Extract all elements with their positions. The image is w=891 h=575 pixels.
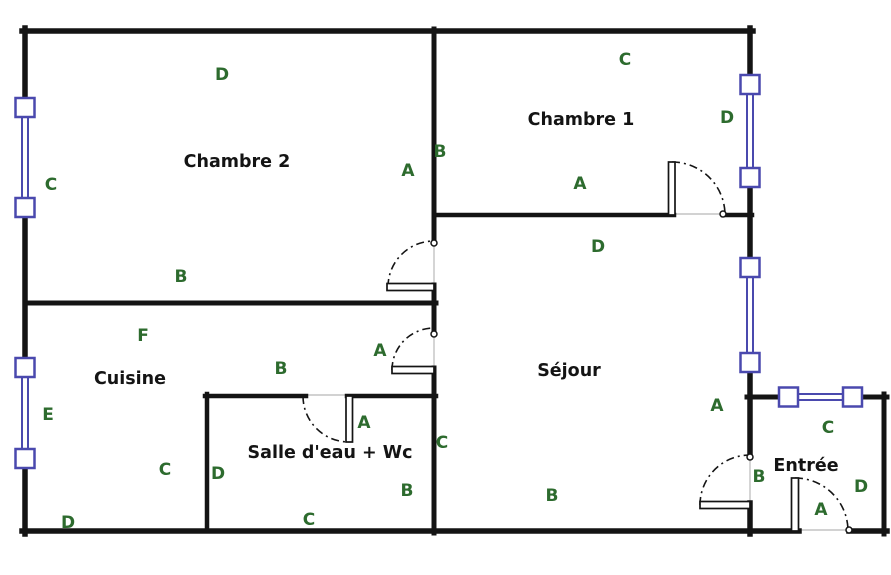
wall-type-label: A xyxy=(357,413,371,433)
wall-type-label: D xyxy=(591,237,605,257)
wall-type-label: A xyxy=(710,396,724,416)
wall-type-label: C xyxy=(303,510,315,530)
door-swing-arc xyxy=(387,240,435,288)
door-jamb-marker xyxy=(845,526,853,534)
window-end-block xyxy=(14,356,36,379)
window-end-block xyxy=(739,73,761,96)
wall-type-label: A xyxy=(373,341,387,361)
door-swing-arc xyxy=(699,454,751,506)
wall-type-label: C xyxy=(159,460,171,480)
wall-type-label: C xyxy=(45,175,57,195)
window-end-block xyxy=(14,196,36,219)
wall-type-label: B xyxy=(275,359,288,379)
door-swing-arc xyxy=(391,327,435,371)
wall-type-label: C xyxy=(619,50,631,70)
wall-type-label: D xyxy=(215,65,229,85)
wall-type-label: B xyxy=(546,486,559,506)
window-gap xyxy=(19,358,31,468)
door-leaf xyxy=(790,477,800,532)
wall-type-label: A xyxy=(814,500,828,520)
wall-type-label: B xyxy=(175,267,188,287)
wall-type-label: B xyxy=(434,142,447,162)
window-gap xyxy=(744,258,756,372)
door-jamb-marker xyxy=(719,210,727,218)
door-jamb-marker xyxy=(430,239,438,247)
room-label: Chambre 2 xyxy=(184,152,291,172)
window-end-block xyxy=(739,256,761,279)
wall-type-label: A xyxy=(573,174,587,194)
door-jamb-marker xyxy=(430,330,438,338)
door-leaf xyxy=(667,161,676,216)
window-gap xyxy=(779,391,862,403)
door-leaf xyxy=(345,395,354,443)
wall-type-label: B xyxy=(401,481,414,501)
room-label: Séjour xyxy=(537,361,601,381)
window-end-block xyxy=(739,166,761,189)
window-gap xyxy=(744,75,756,187)
room-label: Salle d'eau + Wc xyxy=(248,443,413,463)
wall-type-label: C xyxy=(822,418,834,438)
window-end-block xyxy=(14,96,36,119)
wall-type-label: D xyxy=(61,513,75,533)
wall-type-label: F xyxy=(137,326,149,346)
wall-type-label: B xyxy=(753,467,766,487)
room-label: Entrée xyxy=(773,456,838,476)
door-leaf xyxy=(391,365,435,375)
window-end-block xyxy=(841,386,864,408)
door-jamb-marker xyxy=(746,453,754,461)
door-swing-arc xyxy=(671,161,726,216)
window-end-block xyxy=(14,447,36,470)
room-label: Chambre 1 xyxy=(528,110,635,130)
wall-type-label: D xyxy=(854,477,868,497)
door-swing-arc xyxy=(794,477,849,532)
wall-type-label: C xyxy=(436,433,448,453)
window-end-block xyxy=(739,351,761,374)
window-end-block xyxy=(777,386,800,408)
wall-type-label: D xyxy=(720,108,734,128)
door-leaf xyxy=(386,282,435,292)
wall-type-label: A xyxy=(401,161,415,181)
wall-type-label: E xyxy=(42,405,54,425)
door-swing-arc xyxy=(302,395,350,443)
room-label: Cuisine xyxy=(94,369,166,389)
door-leaf xyxy=(699,500,751,510)
window-gap xyxy=(19,98,31,217)
wall-type-label: D xyxy=(211,464,225,484)
